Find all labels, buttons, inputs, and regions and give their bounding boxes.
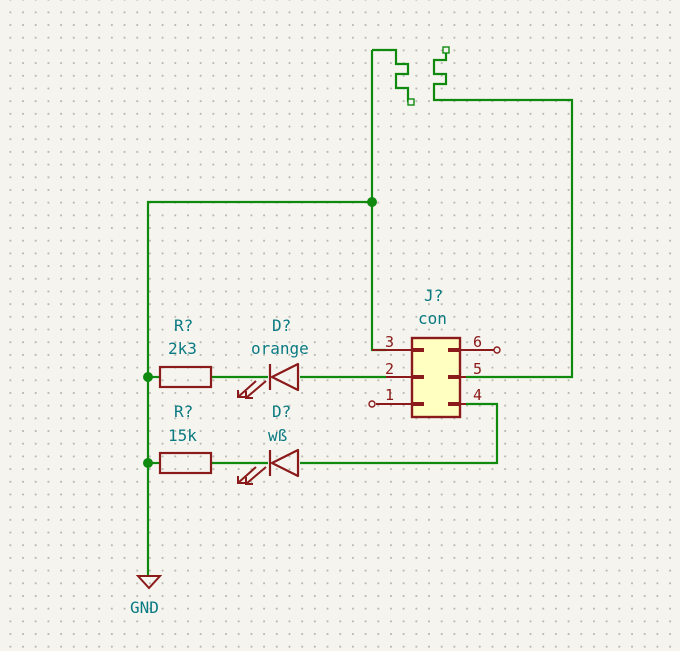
junction-dot — [143, 458, 153, 468]
connector-j[interactable]: 3 2 1 6 5 4 J? con — [368, 286, 501, 419]
ground-icon — [135, 575, 163, 590]
pin-stub — [448, 348, 460, 352]
ground-symbol[interactable]: GND — [130, 575, 163, 617]
led-d1[interactable]: D? orange — [237, 316, 309, 399]
diode-triangle — [270, 448, 300, 478]
led-ref-label: D? — [272, 402, 291, 421]
led-value-label: wß — [268, 426, 287, 445]
pin-unconnected-marker — [368, 400, 376, 408]
resistor-body — [158, 451, 213, 475]
wire-pin5-to-sensor[interactable] — [438, 98, 574, 379]
wire-pin4-to-d2[interactable] — [300, 402, 499, 465]
pin-stub — [448, 402, 460, 406]
pin-number-6: 6 — [473, 333, 482, 351]
resistor-r1[interactable]: R? 2k3 — [158, 316, 213, 389]
resistor-value-label: 2k3 — [168, 339, 197, 358]
diode-triangle — [270, 362, 300, 392]
ground-label: GND — [130, 598, 159, 617]
connector-ref-label: J? — [424, 286, 443, 305]
pin-stub — [448, 375, 460, 379]
resistor-ref-label: R? — [174, 402, 193, 421]
pin-stub — [412, 402, 424, 406]
led-value-label: orange — [251, 339, 309, 358]
wire-group — [146, 50, 574, 576]
switch-terminal — [442, 46, 450, 54]
wire-left-bus[interactable] — [146, 200, 372, 576]
junction-dot — [143, 372, 153, 382]
reed-switch-symbol[interactable] — [372, 46, 450, 106]
switch-terminal — [407, 98, 415, 106]
pin-number-4: 4 — [473, 386, 482, 404]
resistor-value-label: 15k — [168, 426, 197, 445]
resistor-ref-label: R? — [174, 316, 193, 335]
pin-stub — [412, 348, 424, 352]
pin-stub — [412, 375, 424, 379]
pin-number-2: 2 — [385, 360, 394, 378]
resistor-r2[interactable]: R? 15k — [158, 402, 213, 475]
light-emission-arrows-icon — [237, 380, 267, 399]
resistor-body — [158, 365, 213, 389]
led-ref-label: D? — [272, 316, 291, 335]
led-d2[interactable]: D? wß — [237, 402, 300, 485]
connector-value-label: con — [418, 309, 447, 328]
pin-number-5: 5 — [473, 360, 482, 378]
pin-unconnected-marker — [493, 346, 501, 354]
junction-dot — [367, 197, 377, 207]
light-emission-arrows-icon — [237, 466, 267, 485]
pin-number-3: 3 — [385, 333, 394, 351]
pin-number-1: 1 — [385, 386, 394, 404]
